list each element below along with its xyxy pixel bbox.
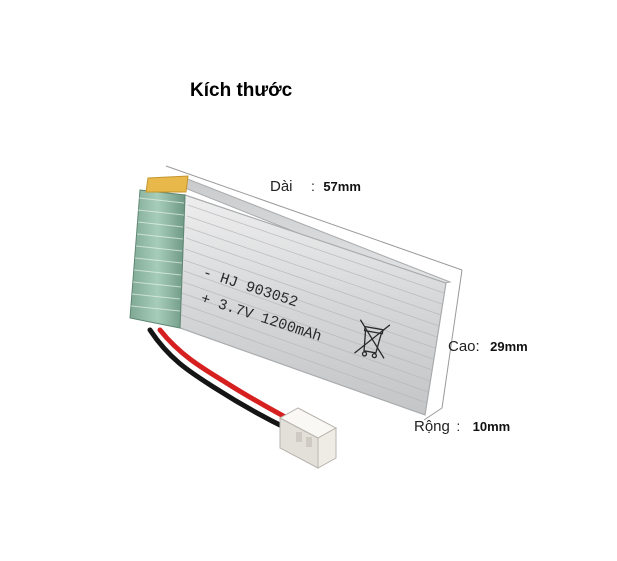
black-wire <box>147 327 293 433</box>
width-label: Rộng : 10mm <box>414 418 510 436</box>
kapton-tape <box>145 175 189 193</box>
width-value: 10mm <box>472 419 511 434</box>
recycle-bin-icon <box>354 319 391 359</box>
height-dimension-line <box>441 269 463 409</box>
height-value: 29mm <box>490 339 528 354</box>
width-separator: : <box>456 418 461 434</box>
width-name: Rộng <box>414 418 450 435</box>
length-dimension-line <box>165 165 463 271</box>
shrink-wrap-end <box>129 189 186 329</box>
height-label: Cao: 29mm <box>448 338 528 356</box>
length-label: Dài : 57mm <box>270 178 361 196</box>
red-wire <box>157 327 301 427</box>
wrap-stripes <box>130 197 185 312</box>
width-dimension-line <box>423 407 443 421</box>
length-value: 57mm <box>323 179 361 194</box>
jst-connector <box>278 407 338 469</box>
page-title: Kích thước <box>190 80 293 101</box>
length-separator: : <box>310 178 315 194</box>
height-name: Cao: <box>448 338 480 355</box>
length-name: Dài <box>270 178 293 195</box>
foil-texture <box>180 204 445 404</box>
